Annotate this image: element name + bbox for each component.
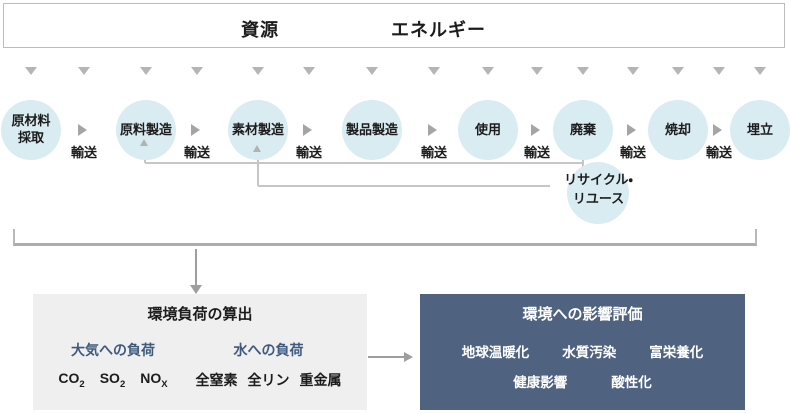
stage-circle-use: 使用 [458,100,518,160]
air-pollutant-SO2: SO2 [99,370,126,390]
bracket-to-loadbox-arrowhead-icon [190,285,202,294]
down-triangle-icon [577,67,589,75]
down-triangle-icon [191,67,203,75]
down-triangle-icon [713,67,725,75]
down-triangle-icon [428,67,440,75]
recycle-reuse-circle [567,162,629,224]
transport-arrow-icon [713,124,722,136]
stage-circle-raw-material-manufacturing: 原料製造 [116,100,176,160]
inputs-bar: 資源 エネルギー [3,3,785,48]
impact-item: 水質汚染 [562,345,617,360]
water-pollutant-item: 全窒素 [195,372,238,388]
impact-items-row2: 健康影響 酸性化 [420,371,745,391]
recycle-line-to-material-mfg [258,185,550,187]
collector-bracket [13,229,757,246]
down-triangle-icon [672,67,684,75]
transport-arrow-icon [191,124,200,136]
down-triangle-icon [627,67,639,75]
down-triangle-icon [531,67,543,75]
down-triangle-icon [303,67,315,75]
impact-items-row1: 地球温暖化 水質汚染 富栄養化 [420,341,745,361]
down-triangle-icon [754,67,766,75]
down-triangle-icon [366,67,378,75]
arrow-up-into-material-mfg-icon [253,145,261,152]
transport-label-4: 輸送 [420,145,447,160]
transport-arrow-icon [627,124,636,136]
loadbox-to-impactbox-arrow [368,356,406,358]
down-triangle-icon [25,67,37,75]
recycle-line-to-raw-material-mfg [145,162,583,164]
transport-label-6: 輸送 [619,145,646,160]
transport-label-1: 輸送 [70,145,97,160]
impact-item: 健康影響 [513,375,568,390]
transport-arrow-icon [303,124,312,136]
resources-label: 資源 [241,20,279,40]
impact-item: 富栄養化 [649,345,704,360]
air-load-items: CO2 SO2 NOX [48,370,178,390]
transport-label-3: 輸送 [295,145,322,160]
water-pollutant-item: 全リン [247,372,290,388]
transport-label-2: 輸送 [183,145,210,160]
transport-label-5: 輸送 [523,145,550,160]
down-triangle-icon [78,67,90,75]
impact-item: 地球温暖化 [461,345,530,360]
recycle-riser-material-mfg [257,152,259,186]
air-pollutant-CO2: CO2 [58,370,85,390]
stage-circle-product-manufacturing: 製品製造 [342,100,402,160]
stage-circle-disposal: 廃棄 [553,100,613,160]
air-load-heading: 大気への負荷 [71,342,155,358]
impact-box-title: 環境への影響評価 [522,306,643,323]
loadbox-to-impactbox-arrowhead-icon [404,352,413,362]
air-load-column: 大気への負荷 CO2 SO2 NOX [48,340,178,390]
arrow-up-into-raw-material-mfg-icon [140,139,148,146]
down-triangle-icon [482,67,494,75]
environmental-impact-box: 環境への影響評価 地球温暖化 水質汚染 富栄養化 健康影響 酸性化 [420,294,745,410]
load-box-title: 環境負荷の算出 [147,306,253,323]
transport-label-7: 輸送 [705,145,732,160]
water-load-heading: 水への負荷 [233,342,304,358]
transport-arrow-icon [428,124,437,136]
down-triangle-icon [252,67,264,75]
stage-circle-raw-material-extraction: 原材料 採取 [1,100,61,160]
recycle-reuse-label: リサイクル・ リユース [564,172,633,206]
energy-label: エネルギー [391,20,486,40]
stage-circle-incineration: 焼却 [648,100,708,160]
water-pollutant-item: 重金属 [299,372,342,388]
bracket-to-loadbox-arrow [195,249,197,286]
stage-circle-landfill: 埋立 [730,100,790,160]
environmental-load-box: 環境負荷の算出 大気への負荷 CO2 SO2 NOX 水への負荷 全窒素全リン重金属 [33,294,367,410]
down-triangle-icon [140,67,152,75]
transport-arrow-icon [531,124,540,136]
air-pollutant-NOX: NOX [140,370,168,390]
water-load-column: 水への負荷 全窒素全リン重金属 [191,340,346,390]
transport-arrow-icon [78,124,87,136]
impact-item: 酸性化 [611,375,652,390]
water-load-items: 全窒素全リン重金属 [191,370,346,390]
